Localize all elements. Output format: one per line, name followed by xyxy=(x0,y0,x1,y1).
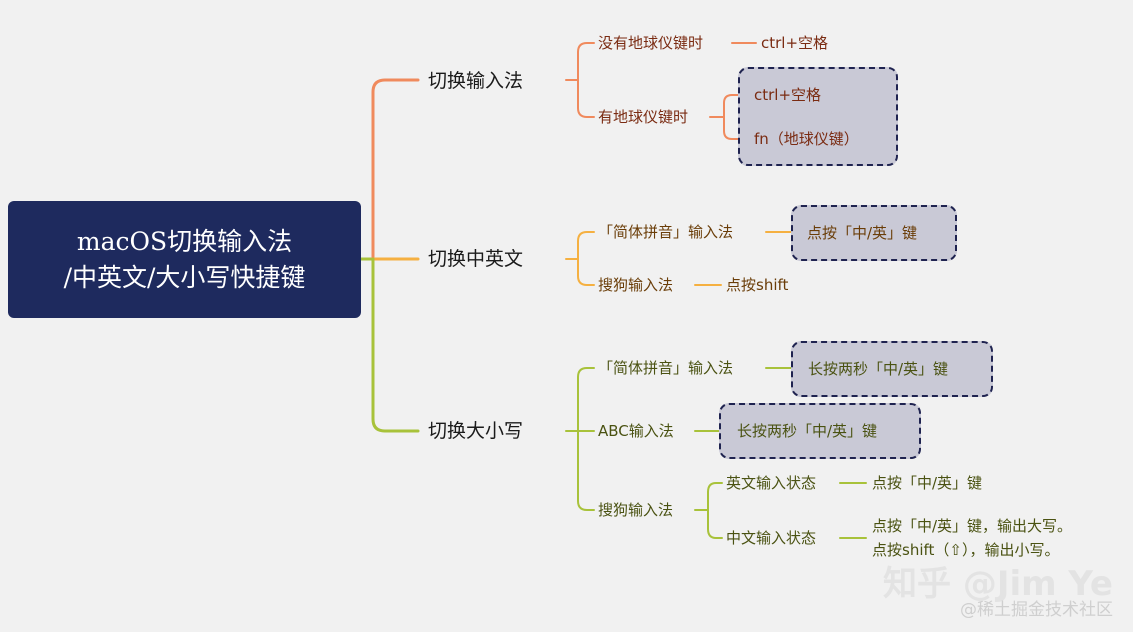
watermark-zhihu: 知乎 @Jim Ye xyxy=(883,564,1113,604)
node-caps-pinyin: 「简体拼音」输入法 xyxy=(598,359,734,377)
node-caps-sogou-cn-action-line1: 点按「中/英」键，输出大写。 xyxy=(872,517,1073,535)
node-cn-en-sogou-action: 点按shift xyxy=(726,276,789,294)
branch-switch-cn-en: 切换中英文 xyxy=(428,248,524,270)
node-caps-sogou-en-state: 英文输入状态 xyxy=(726,474,817,492)
highlight-box-globe xyxy=(738,67,898,166)
edge-root-caps xyxy=(371,257,420,433)
edge-sogou-cn xyxy=(707,509,723,539)
edge-cnen-pinyin xyxy=(577,231,595,260)
node-cn-en-sogou: 搜狗输入法 xyxy=(598,276,674,294)
node-caps-sogou-en-action: 点按「中/英」键 xyxy=(872,474,983,492)
node-caps-sogou-cn-action-line2: 点按shift（⇧），输出小写。 xyxy=(872,541,1060,559)
node-globe-key: 有地球仪键时 xyxy=(598,108,689,126)
node-caps-sogou: 搜狗输入法 xyxy=(598,501,674,519)
highlight-box-caps-pinyin xyxy=(791,341,993,397)
watermark-juejin: @稀土掘金技术社区 xyxy=(960,600,1113,620)
node-cn-en-pinyin: 「简体拼音」输入法 xyxy=(598,223,734,241)
edge-caps-pinyin xyxy=(577,367,595,432)
edge-globe-fn xyxy=(723,116,749,140)
node-caps-pinyin-action: 长按两秒「中/英」键 xyxy=(808,360,949,378)
node-caps-sogou-cn-state: 中文输入状态 xyxy=(726,529,817,547)
branch-switch-input-method: 切换输入法 xyxy=(428,70,524,92)
node-no-globe-key: 没有地球仪键时 xyxy=(598,34,704,52)
root-title-line1: macOS切换输入法 xyxy=(76,226,293,256)
edge-globe-ctrl xyxy=(723,94,749,118)
edge-cnen-sogou xyxy=(577,258,595,286)
node-globe-action-ctrl: ctrl+空格 xyxy=(754,86,822,104)
node-globe-action-fn: fn（地球仪键） xyxy=(754,130,859,148)
node-caps-abc-action: 长按两秒「中/英」键 xyxy=(737,422,878,440)
branch-switch-caps: 切换大小写 xyxy=(428,420,524,442)
edge-sogou-en xyxy=(707,482,723,511)
node-cn-en-pinyin-action: 点按「中/英」键 xyxy=(807,224,918,242)
root-node: macOS切换输入法 /中英文/大小写快捷键 xyxy=(8,201,361,318)
edge-im-no-globe xyxy=(577,42,595,81)
node-no-globe-action: ctrl+空格 xyxy=(761,34,829,52)
edge-caps-sogou xyxy=(577,430,595,511)
edge-root-input-method xyxy=(371,78,420,261)
node-caps-abc: ABC输入法 xyxy=(598,422,674,440)
edge-im-globe xyxy=(577,79,595,118)
watermark: 知乎 @Jim Ye @稀土掘金技术社区 xyxy=(883,567,1113,620)
root-title-line2: /中英文/大小写快捷键 xyxy=(63,262,306,292)
highlight-box-caps-abc xyxy=(719,403,921,459)
highlight-box-cn-en-pinyin xyxy=(791,205,957,261)
